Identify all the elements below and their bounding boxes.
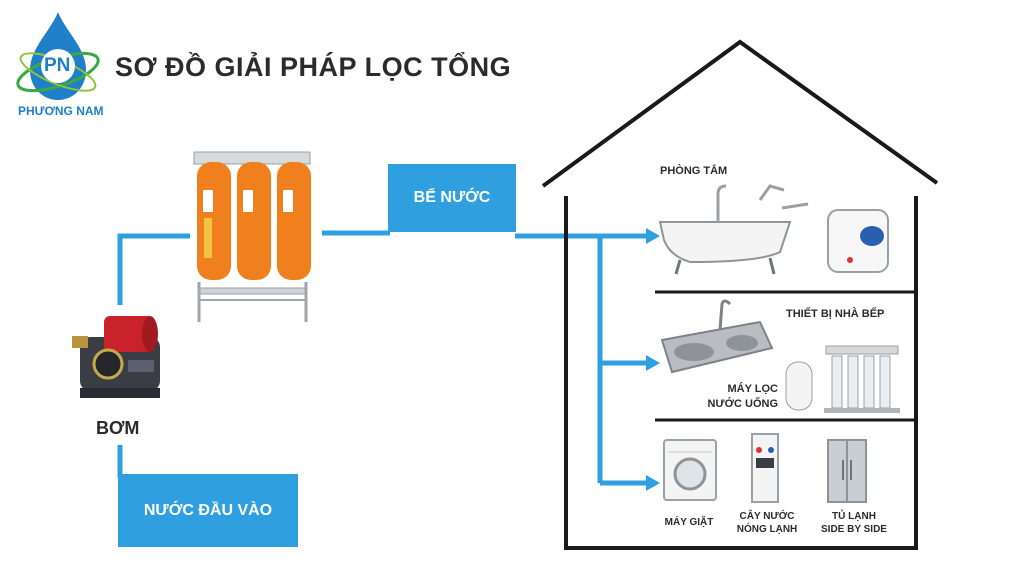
water-drop-logo-icon [16,12,100,100]
tank-box [388,164,516,232]
kitchen-label: THIẾT BỊ NHÀ BẾP [786,308,885,320]
fridge-label-line2: SIDE BY SIDE [821,524,887,535]
pump-icon [72,316,160,398]
kitchen-sink-icon [660,299,774,374]
fridge-label: TỦ LẠNH SIDE BY SIDE [814,510,894,536]
arrow-bathroom [646,228,660,244]
pump-label: BƠM [96,418,140,438]
dispenser-label: CÂY NƯỚC NÓNG LẠNH [734,510,800,536]
brand-name: PHƯƠNG NAM [18,104,104,118]
dispenser-label-line2: NÓNG LẠNH [736,524,798,535]
tank-label: BỂ NƯỚC [413,189,491,206]
ro-label-line1: MÁY LỌC [727,383,778,395]
logo-initials: PN [44,55,71,76]
filter-housing-icon [193,151,311,322]
bathroom-label: PHÒNG TẮM [660,165,728,177]
page-title: SƠ ĐỒ GIẢI PHÁP LỌC TỔNG [115,52,512,82]
arrow-appliances [646,475,660,491]
washing-machine-icon [663,439,717,501]
inlet-label: NƯỚC ĐẦU VÀO [143,501,273,519]
pipe-arrows [646,228,660,491]
water-heater-icon [827,209,889,273]
dispenser-label-line1: CÂY NƯỚC [739,511,795,522]
ro-label-line2: NƯỚC UỐNG [707,398,778,410]
washer-label: MÁY GIẶT [664,517,714,528]
water-dispenser-icon [751,433,779,503]
pipe-pump-to-filter [117,233,190,305]
water-pipes [117,230,648,486]
house-outline [541,39,939,550]
fridge-label-line1: TỦ LẠNH [832,511,876,522]
bathtub-icon [658,184,809,275]
arrow-kitchen [646,355,660,371]
inlet-box [118,474,298,547]
ro-purifier-icon [785,345,900,413]
ro-label: MÁY LỌC NƯỚC UỐNG [688,382,778,412]
fridge-icon [827,439,867,503]
